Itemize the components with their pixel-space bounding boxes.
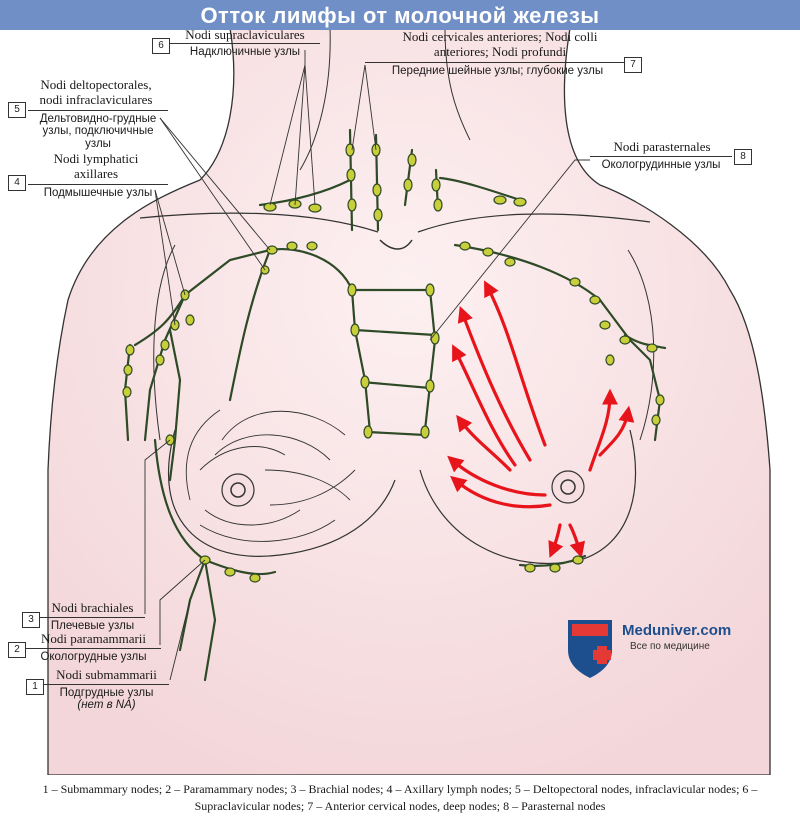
label-number-3: 3 (22, 612, 40, 628)
lymph-nodes (122, 143, 665, 583)
logo-name[interactable]: Meduniver.com (622, 622, 732, 639)
neck-line-left (299, 30, 331, 171)
label-8-latin: Nodi parasternales (613, 139, 711, 154)
leader-lines (144, 50, 590, 681)
label-number-2: 2 (8, 642, 26, 658)
page-title: Отток лимфы от молочной железы (200, 3, 600, 28)
drainage-arrows (447, 280, 635, 559)
label-number-4: 4 (8, 175, 26, 191)
label-number-5: 5 (8, 102, 26, 118)
figure-caption: 1 – Submammary nodes; 2 – Paramammary no… (42, 782, 758, 813)
label-1-note: (нет в NA) (77, 699, 136, 711)
label-5-russian-line3: узлы (85, 138, 111, 150)
label-number-1: 1 (26, 679, 44, 695)
label-6-russian: Надключичные узлы (170, 43, 320, 59)
title-bar: Отток лимфы от молочной железы (0, 0, 800, 30)
label-number-6: 6 (152, 38, 170, 54)
logo-subtitle: Все по медицине (630, 641, 710, 652)
nipple-left-inner (230, 482, 246, 498)
label-2-latin: Nodi paramammarii (40, 631, 147, 646)
label-7-latin-line1: Nodi cervicales anteriores; Nodi colli (402, 29, 598, 44)
jugular-notch (379, 239, 413, 250)
label-7-russian: Передние шейные узлы; глубокие узлы (365, 62, 630, 78)
label-number-7: 7 (624, 57, 642, 73)
lymph-drainage-illustration (47, 30, 771, 775)
shoulder-right (627, 249, 655, 441)
label-number-8: 8 (734, 149, 752, 165)
label-1-russian: Подгрудные узлы (44, 684, 169, 700)
label-2-russian: Окологрудные узлы (26, 648, 161, 664)
label-5-latin-line1: Nodi deltopectorales, (40, 77, 152, 92)
label-3-latin: Nodi brachiales (51, 600, 134, 615)
clavicle-right (417, 213, 651, 233)
label-3-russian: Плечевые узлы (40, 617, 145, 633)
label-4-russian: Подмышечные узлы (28, 184, 168, 200)
label-1-latin: Nodi submammarii (56, 667, 157, 682)
label-6-latin: Nodi supraclaviculares (185, 27, 305, 42)
breast-left (167, 429, 396, 557)
nipple-right (551, 470, 585, 504)
neck-line-right (444, 30, 471, 141)
label-5-russian-line1: Дельтовидно-грудные (28, 110, 168, 126)
nipple-right-inner (560, 479, 576, 495)
label-5-latin-line2: nodi infraclaviculares (39, 92, 153, 107)
logo-shield-icon (568, 620, 612, 678)
left-breast-lobules (185, 409, 356, 542)
nipple-left (221, 473, 255, 507)
label-7-latin-line2: anteriores; Nodi profundi (433, 44, 567, 59)
label-4-latin-line1: Nodi lymphatici (53, 151, 139, 166)
label-5-russian-line2: узлы, подключичные (42, 125, 154, 137)
label-4-latin-line2: axillares (73, 166, 119, 181)
label-8-russian: Окологрудинные узлы (590, 156, 732, 172)
